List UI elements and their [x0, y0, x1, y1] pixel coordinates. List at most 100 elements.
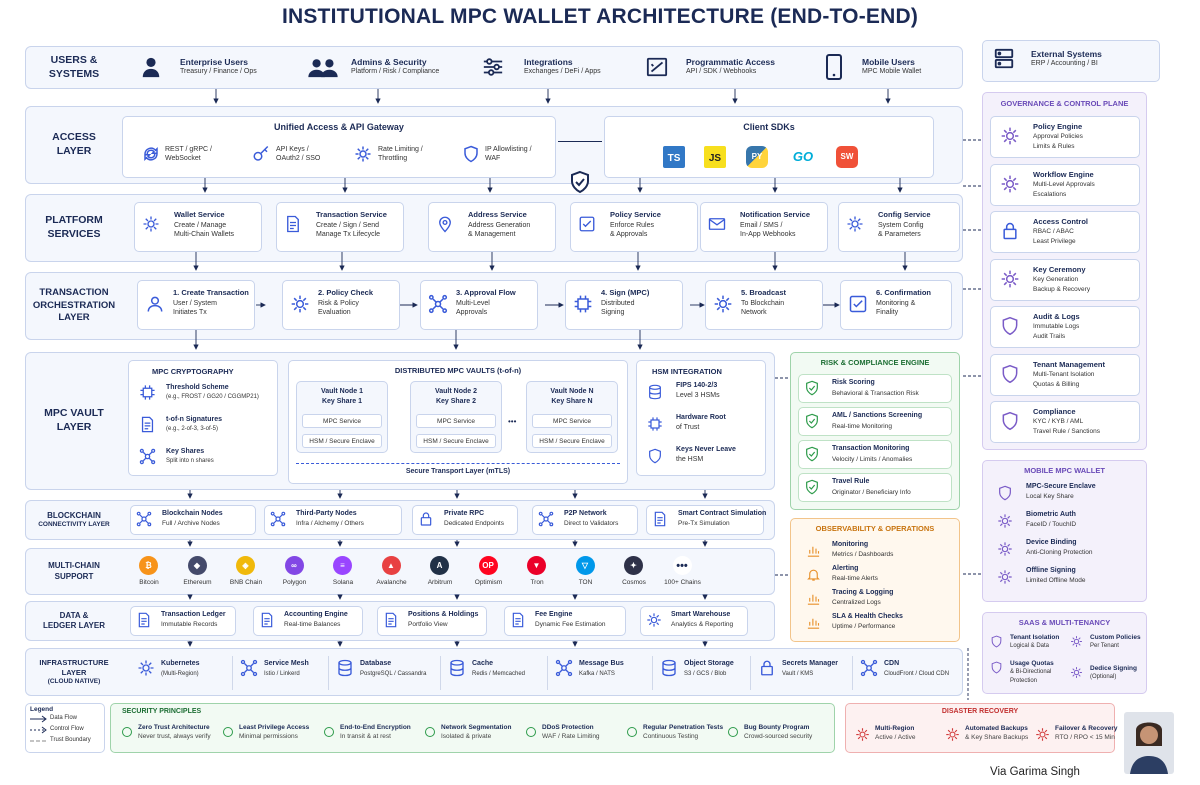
service-title: Transaction Service [316, 210, 387, 219]
chain-name: TON [578, 579, 593, 586]
hsm-enclave-pill: HSM / Secure Enclave [302, 434, 382, 448]
infra-desc: Istio / Linkerd [264, 671, 300, 677]
third-party-icon [270, 511, 286, 527]
governance-item-title: Access Control [1033, 217, 1089, 226]
governance-item-line-1: Multi-Tenant Isolation [1033, 370, 1095, 378]
ledger-desc: Analytics & Reporting [671, 621, 734, 628]
key-share-icon [139, 448, 156, 465]
txn-step-title: 4. Sign (MPC) [601, 288, 650, 297]
connectivity-desc: Dedicated Endpoints [444, 520, 504, 527]
gateway-item-4: IP Allowlisting /WAF [485, 146, 532, 162]
governance-item-line-1: Approval Policies [1033, 133, 1083, 140]
txn-step-card [282, 280, 400, 330]
saas-item-line-1: Dedice Signing [1090, 665, 1137, 672]
txn-step-line-1: Monitoring & [876, 300, 916, 307]
txn-step-title: 6. Confirmation [876, 288, 932, 297]
gear-icon [354, 145, 372, 163]
governance-item-line-2: Escalations [1033, 190, 1067, 198]
connectivity-card [412, 505, 518, 535]
mobile-title: MOBILE MPC WALLET [1024, 466, 1105, 475]
security-check-icon [223, 727, 233, 737]
infra-title: Object Storage [684, 660, 734, 667]
chain-logo-icon: ◆ [187, 556, 207, 575]
security-item-title: Bug Bounty Program [744, 724, 810, 731]
security-item-title: DDoS Protection [542, 724, 594, 731]
service-line-1: System Config [878, 222, 924, 229]
python-icon: PY [746, 146, 768, 168]
dr-item-desc: RTO / RPO < 15 Min [1055, 734, 1115, 741]
governance-item-line-1: KYC / KYB / AML [1033, 418, 1084, 425]
txn-step-line-2: Initiates Tx [173, 309, 207, 316]
infra-desc: S3 / GCS / Blob [684, 671, 727, 677]
obs-item-desc: Uptime / Performance [832, 623, 896, 630]
users-layer-label: USERS &SYSTEMS [48, 54, 100, 80]
sla-icon [806, 615, 821, 630]
infra-band [25, 648, 963, 696]
security-item-desc: Minimal permissions [239, 733, 298, 740]
custom-policies-icon [1070, 635, 1083, 648]
simulation-icon [652, 511, 668, 527]
database-icon [336, 659, 354, 677]
security-check-icon [324, 727, 334, 737]
connectivity-card [264, 505, 402, 535]
infra-title: Message Bus [579, 660, 624, 667]
client-sdks-title: Client SDKs [743, 122, 795, 132]
governance-card [990, 258, 1140, 301]
tx-monitoring-icon [804, 446, 820, 462]
chain-logo-icon: ≡ [333, 556, 352, 575]
security-item-desc: Crowd-sourced security [744, 733, 813, 740]
compliance-icon [1000, 411, 1020, 431]
legend-lines [30, 715, 47, 742]
client-sdks-box [604, 116, 934, 178]
governance-card [990, 211, 1140, 253]
service-line-1: Enforce Rules [610, 222, 654, 229]
connectivity-desc: Infra / Alchemy / Others [296, 520, 364, 527]
chain-logo-icon: ◈ [236, 556, 255, 575]
txn-step-line-2: Approvals [456, 309, 488, 316]
person-icon [140, 56, 162, 78]
positions-icon [383, 612, 399, 628]
dr-item-title: Multi-Region [875, 725, 915, 732]
security-check-icon [627, 727, 637, 737]
api-gateway-box [122, 116, 556, 178]
txn-step-line-2: Signing [601, 309, 625, 316]
mpc-service-pill: MPC Service [532, 414, 612, 428]
mobile-item-title: Biometric Auth [1026, 511, 1076, 518]
service-line-2: & Management [468, 231, 516, 238]
obs-item-title: Alerting [832, 565, 859, 572]
aml-icon [804, 413, 820, 429]
biometric-icon [997, 513, 1013, 529]
kubernetes-icon [137, 659, 155, 677]
governance-card [990, 401, 1140, 443]
saas-item-line-2: Logical & Data [1010, 643, 1050, 649]
go-icon: GO [792, 149, 814, 164]
txn-step-line-1: User / System [173, 300, 217, 307]
security-title: SECURITY PRINCIPLES [122, 708, 202, 715]
saas-item-line-2: & Bi-Directional [1010, 669, 1052, 675]
mpc-service-pill: MPC Service [416, 414, 496, 428]
confirmation-icon [848, 294, 868, 314]
legend-trust-boundary: Trust Boundary [50, 737, 91, 743]
workflow-icon [1000, 174, 1020, 194]
dedicated-signing-icon [1070, 666, 1083, 679]
mobile-item-desc: Local Key Share [1026, 493, 1074, 500]
governance-item-line-1: Immutable Logs [1033, 323, 1080, 330]
dr-item-title: Automated Backups [965, 725, 1028, 732]
hsm-box [636, 360, 766, 476]
ledger-desc: Dynamic Fee Estimation [535, 621, 606, 628]
txn-step-line-1: Risk & Policy [318, 300, 359, 307]
legend-box [25, 703, 105, 753]
txn-step-title: 1. Create Transaction [173, 288, 249, 297]
txn-step-title: 3. Approval Flow [456, 288, 516, 297]
ledger-title: Accounting Engine [284, 611, 348, 618]
risk-card [798, 473, 952, 502]
service-card [570, 202, 698, 252]
txn-step-card [137, 280, 255, 330]
wallet-gear-icon [142, 215, 160, 233]
infra-desc: PostgreSQL / Cassandra [360, 671, 427, 677]
connectivity-title: Smart Contract Simulation [678, 510, 767, 517]
infra-desc: (Multi-Region) [161, 671, 199, 677]
chain-logo-icon: OP [478, 556, 498, 575]
gateway-sdk-link [558, 141, 602, 142]
